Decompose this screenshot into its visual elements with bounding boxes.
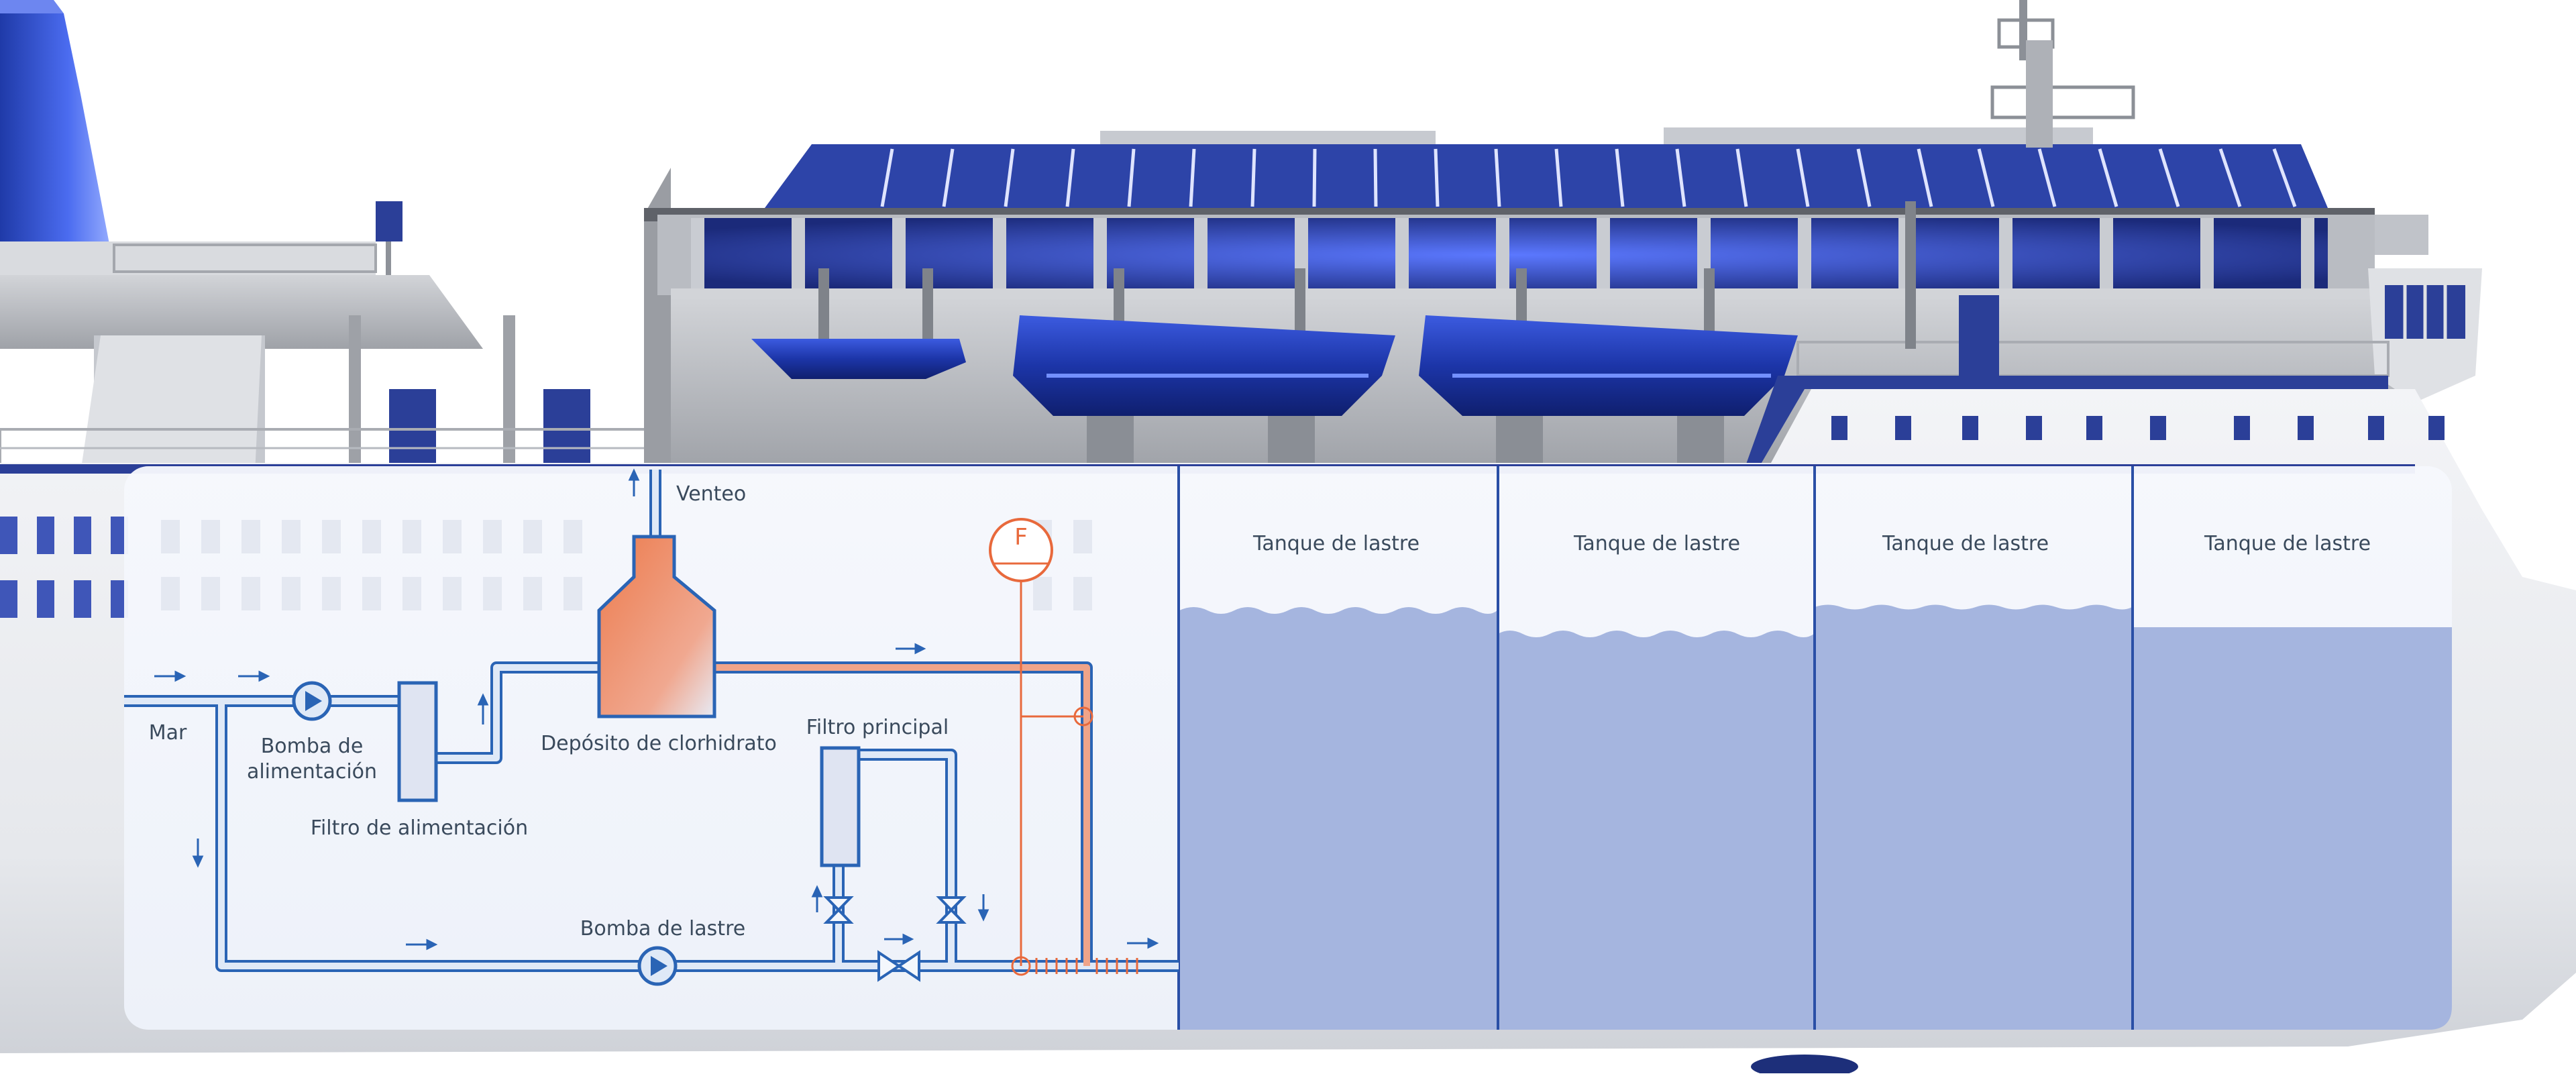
tank-2-water — [1498, 631, 1814, 1030]
flow-meter-label: F — [1014, 524, 1028, 551]
pump-icon — [292, 681, 332, 721]
vent-label: Venteo — [676, 482, 746, 506]
pump-icon — [637, 946, 678, 986]
tank-4-water — [2133, 627, 2452, 1030]
feed-filter-label: Filtro de alimentación — [311, 816, 528, 840]
sea-label: Mar — [149, 721, 187, 745]
main-filter — [820, 746, 861, 867]
hypochlorite-tank-label: Depósito de clorhidrato — [541, 732, 777, 755]
tank-1-water — [1179, 607, 1497, 1030]
feed-pump-label-line1: Bomba de — [261, 735, 364, 758]
feed-filter — [397, 681, 438, 802]
flow-meter-icon: F — [989, 518, 1053, 582]
hypochlorite-tank — [597, 535, 716, 718]
diagram-labels: Mar Bomba de alimentación Filtro de alim… — [149, 482, 949, 940]
ship-superstructure — [0, 0, 2482, 473]
ballast-tank-label: Tanque de lastre — [1573, 532, 1740, 555]
ballast-tank-label: Tanque de lastre — [2204, 532, 2371, 555]
valve-icon — [823, 896, 854, 924]
ballast-tank-label: Tanque de lastre — [1882, 532, 2049, 555]
tank-3-water — [1815, 604, 2132, 1030]
ballast-tanks: Tanque de lastre Tanque de lastre Tanque… — [1177, 466, 2452, 1030]
flow-arrow-icon — [154, 468, 1159, 951]
valve-icon — [877, 950, 920, 982]
main-filter-label: Filtro principal — [806, 716, 949, 739]
ballast-tank-label: Tanque de lastre — [1252, 532, 1419, 555]
ballast-pump-label: Bomba de lastre — [580, 917, 745, 940]
valve-icon — [936, 896, 967, 924]
feed-pump-label-line2: alimentación — [247, 760, 377, 784]
piping — [124, 470, 1179, 976]
